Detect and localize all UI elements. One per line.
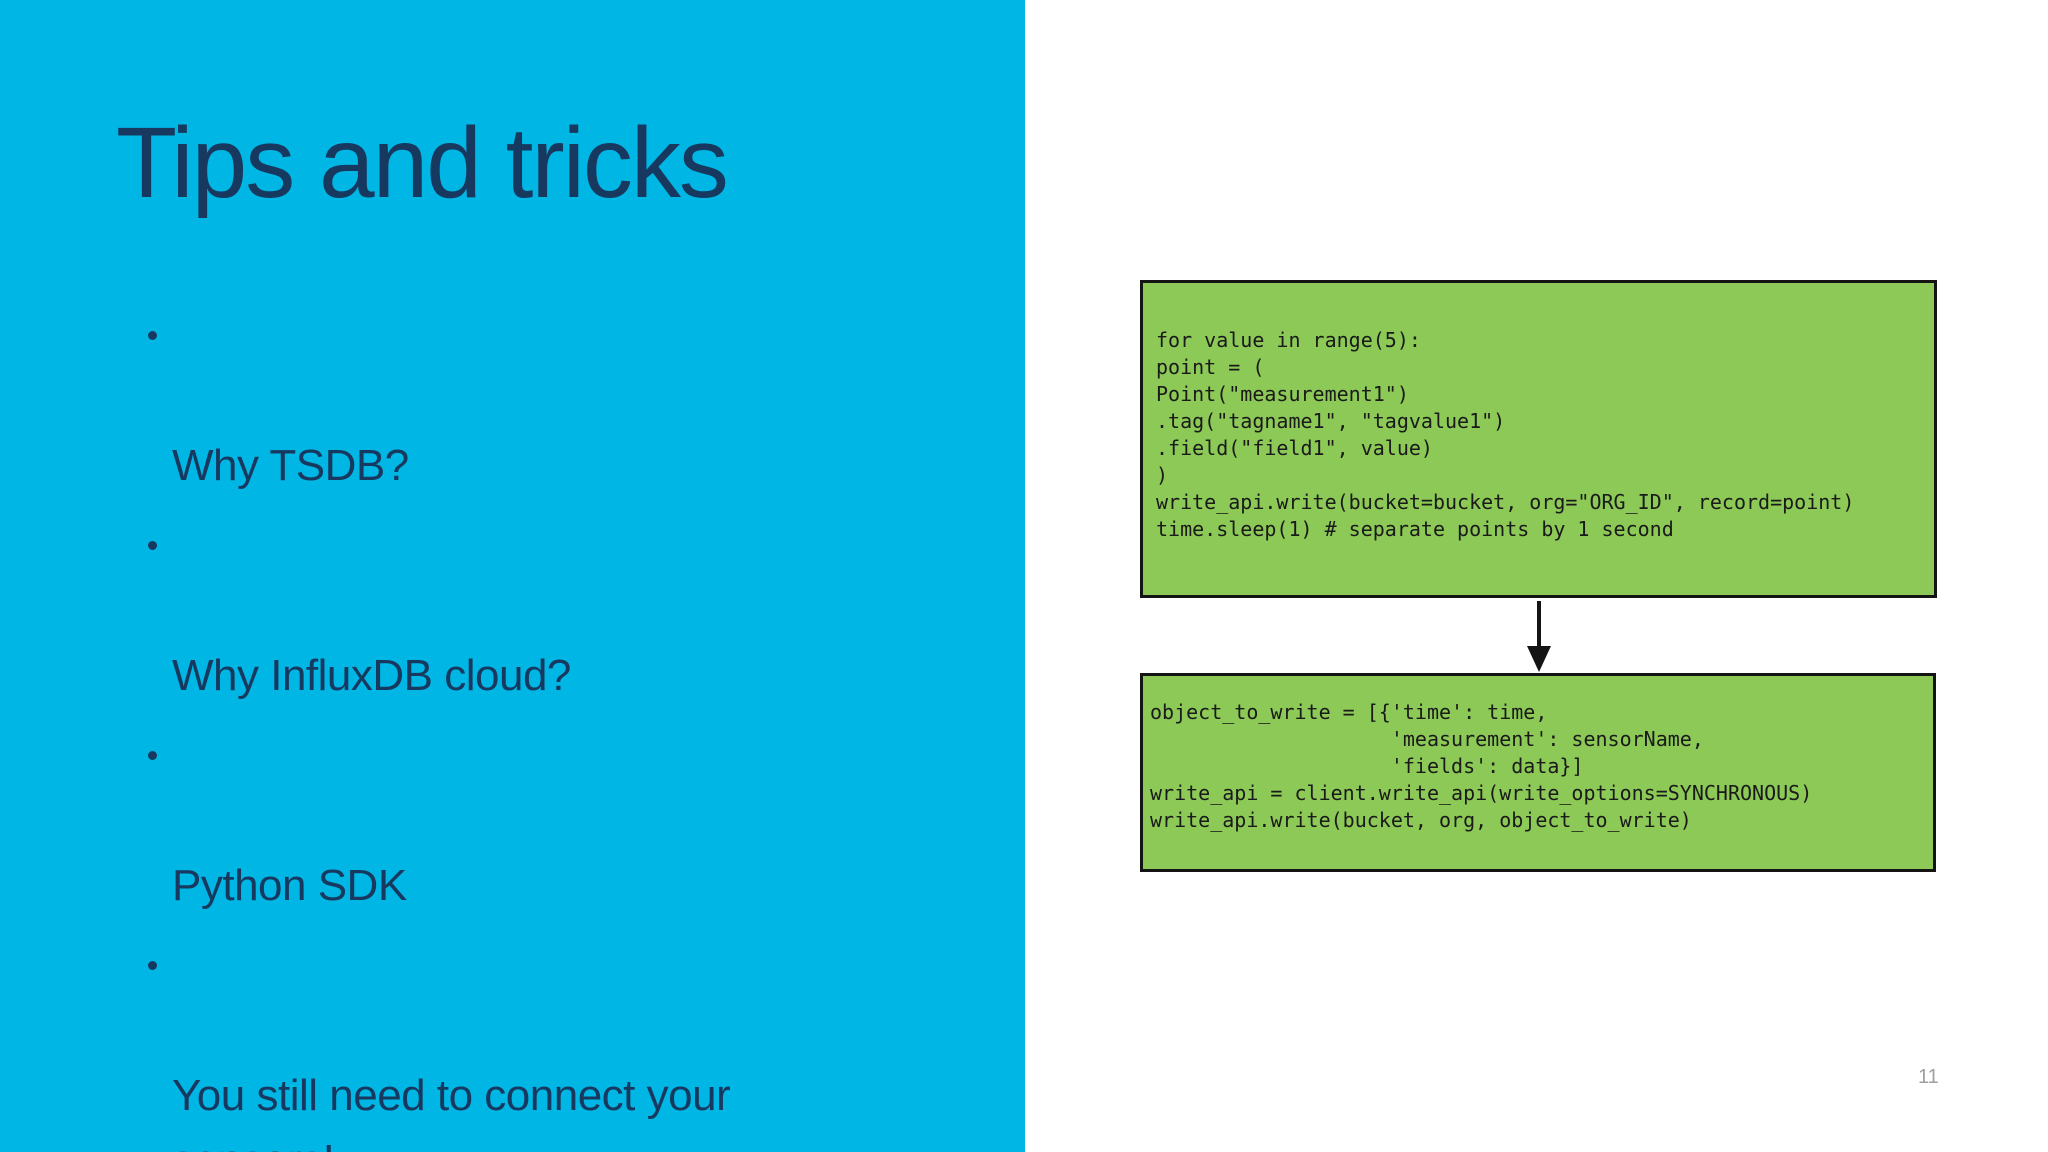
bullet-list: Why TSDB? Why InfluxDB cloud? Python SDK… xyxy=(146,303,966,1152)
bullet-text: Why TSDB? xyxy=(172,441,409,490)
bullet-item: Why InfluxDB cloud? xyxy=(146,513,966,708)
bullet-dot-icon xyxy=(148,751,157,760)
code-upper-text: for value in range(5): point = ( Point("… xyxy=(1156,328,1855,541)
code-box-lower: object_to_write = [{'time': time, 'measu… xyxy=(1140,673,1936,872)
code-box-upper: for value in range(5): point = ( Point("… xyxy=(1140,280,1937,598)
down-arrow-head-icon xyxy=(1527,646,1551,672)
bullet-item: You still need to connect your sensors! xyxy=(146,933,966,1152)
page-number: 11 xyxy=(1918,1066,1939,1088)
bullet-text: Python SDK xyxy=(172,861,407,910)
down-arrow-icon xyxy=(1537,601,1541,649)
bullet-text: You still need to connect your sensors! xyxy=(172,1071,731,1152)
bullet-dot-icon xyxy=(148,961,157,970)
bullet-dot-icon xyxy=(148,541,157,550)
bullet-item: Why TSDB? xyxy=(146,303,966,498)
bullet-text: Why InfluxDB cloud? xyxy=(172,651,571,700)
bullet-dot-icon xyxy=(148,331,157,340)
code-lower-text: object_to_write = [{'time': time, 'measu… xyxy=(1150,700,1813,832)
left-cyan-panel: Tips and tricks Why TSDB? Why InfluxDB c… xyxy=(0,0,1025,1152)
slide-title: Tips and tricks xyxy=(116,107,729,219)
bullet-item: Python SDK xyxy=(146,723,966,918)
